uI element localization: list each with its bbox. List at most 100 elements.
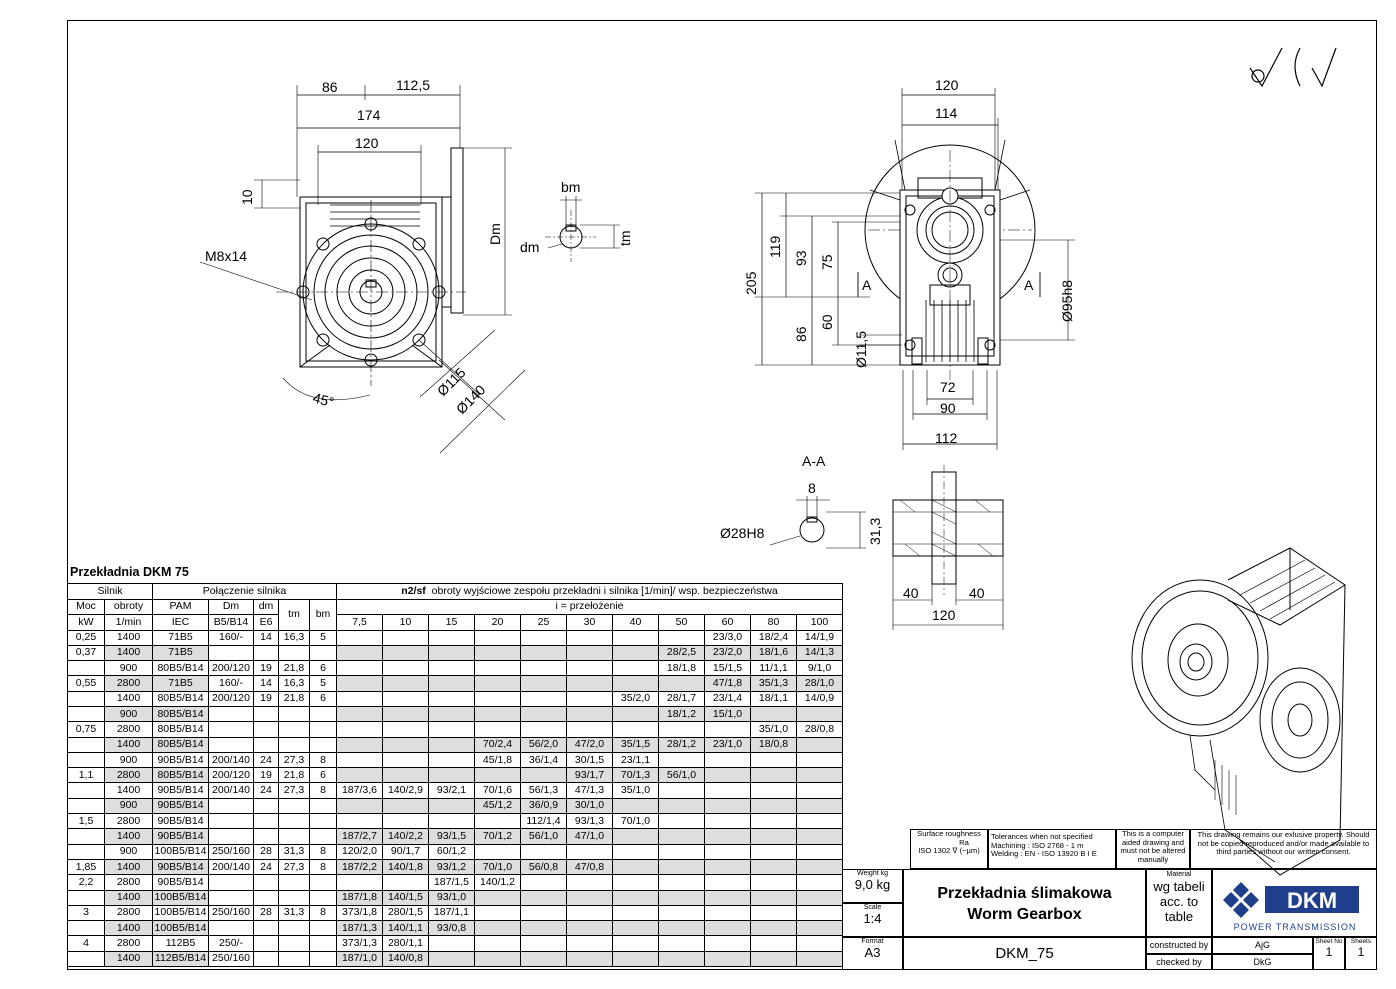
cell-n2: 140/0,8 xyxy=(382,950,429,968)
cell-tm xyxy=(278,706,310,723)
cell-tm xyxy=(278,951,310,968)
cell-n2 xyxy=(750,920,797,937)
cell-dm xyxy=(208,645,254,662)
cell-n2 xyxy=(566,629,613,646)
cell-n2 xyxy=(796,843,843,860)
cell-dmE: 19 xyxy=(253,767,279,784)
cell-n2 xyxy=(520,675,567,692)
cell-n2: 187/1,0 xyxy=(336,950,383,968)
cell-n2 xyxy=(612,874,659,891)
cell-n2 xyxy=(520,705,567,723)
cell-rpm: 1400 xyxy=(104,920,153,937)
cell-n2 xyxy=(428,675,475,692)
hdr-ratio-value: 20 xyxy=(474,614,521,631)
sheets-value: 1 xyxy=(1357,945,1365,959)
cell-n2 xyxy=(704,721,751,738)
cell-n2: 18/1,6 xyxy=(750,644,797,662)
cell-moc xyxy=(67,951,105,968)
dim-120-section: 120 xyxy=(932,607,956,623)
material-box: Material wg tabeli acc. to table xyxy=(1146,869,1212,937)
cell-moc: 0,25 xyxy=(67,629,105,646)
dim-d28h8: Ø28H8 xyxy=(720,525,765,541)
cell-n2: 35/2,0 xyxy=(612,690,659,707)
cell-n2 xyxy=(796,797,843,815)
cell-moc xyxy=(67,737,105,753)
cell-n2 xyxy=(520,660,567,677)
cell-n2: 280/1,1 xyxy=(382,935,429,952)
cell-n2: 93/2,1 xyxy=(428,782,475,799)
cell-bm xyxy=(309,798,337,815)
cell-n2: 9/1,0 xyxy=(796,660,843,677)
cell-n2 xyxy=(704,950,751,968)
section-mark-a-right: A xyxy=(1024,277,1034,293)
cell-bm: 8 xyxy=(309,858,337,876)
cell-n2 xyxy=(382,675,429,692)
cell-n2 xyxy=(474,660,521,677)
cell-n2 xyxy=(520,904,567,922)
hdr-b5: B5/B14 xyxy=(208,614,254,631)
sheet-no-box: Sheet No 1 xyxy=(1313,937,1345,970)
cell-n2 xyxy=(566,721,613,738)
cell-n2: 140/1,2 xyxy=(474,874,521,891)
cell-n2: 112/1,4 xyxy=(520,813,567,830)
cell-n2 xyxy=(474,904,521,922)
cell-n2 xyxy=(336,644,383,662)
cell-rpm: 1400 xyxy=(104,690,153,707)
cell-n2 xyxy=(428,660,475,677)
cell-dmE xyxy=(253,798,279,815)
cell-moc xyxy=(67,660,105,677)
cell-n2 xyxy=(428,751,475,769)
cell-dmE xyxy=(253,890,279,906)
cell-dm: 160/- xyxy=(208,675,254,692)
material-line-1: wg tabeli xyxy=(1153,879,1205,894)
cell-n2 xyxy=(796,705,843,723)
dim-120-front: 120 xyxy=(355,135,379,151)
cell-moc xyxy=(67,782,105,799)
cell-n2 xyxy=(474,675,521,692)
cell-n2 xyxy=(796,782,843,799)
dim-tm: tm xyxy=(617,230,633,246)
cell-moc: 1,5 xyxy=(67,813,105,830)
cell-n2 xyxy=(566,874,613,891)
cell-n2: 93/0,8 xyxy=(428,920,475,937)
cell-n2 xyxy=(704,843,751,860)
cell-bm: 6 xyxy=(309,690,337,707)
cell-pam: 112B5 xyxy=(152,935,209,952)
hdr-dm: Dm xyxy=(208,598,254,615)
dim-86: 86 xyxy=(322,79,338,95)
cell-pam: 80B5/B14 xyxy=(152,660,209,677)
cell-dm: 200/140 xyxy=(208,782,254,799)
cell-n2: 11/1,1 xyxy=(750,660,797,677)
cell-moc xyxy=(67,691,105,707)
cell-n2 xyxy=(474,935,521,952)
cell-tm xyxy=(278,721,310,738)
cell-dmE xyxy=(253,874,279,891)
cell-n2: 18/0,8 xyxy=(750,736,797,753)
weight-value: 9,0 kg xyxy=(854,877,891,892)
cell-n2 xyxy=(750,813,797,830)
dim-93: 93 xyxy=(793,250,809,266)
cell-n2 xyxy=(520,889,567,906)
sheet-no-value: 1 xyxy=(1325,945,1333,959)
cell-n2: 47/2,0 xyxy=(566,736,613,753)
dim-d11-5: Ø11,5 xyxy=(853,331,869,368)
cell-n2 xyxy=(658,920,705,937)
cell-n2: 70/1,2 xyxy=(474,828,521,845)
cell-n2 xyxy=(796,904,843,922)
cell-n2 xyxy=(658,858,705,876)
dim-112: 112 xyxy=(935,430,958,446)
cell-n2: 35/1,0 xyxy=(750,721,797,738)
cell-bm: 5 xyxy=(309,675,337,692)
cell-n2: 187/1,3 xyxy=(336,920,383,937)
cell-n2 xyxy=(750,751,797,769)
cell-n2 xyxy=(658,782,705,799)
hdr-ratio-value: 7,5 xyxy=(336,614,383,631)
tolerances-box: Tolerances when not specified Machining … xyxy=(988,829,1116,869)
cell-n2 xyxy=(658,874,705,891)
cell-n2: 28/2,5 xyxy=(658,644,705,662)
cell-n2 xyxy=(474,644,521,662)
